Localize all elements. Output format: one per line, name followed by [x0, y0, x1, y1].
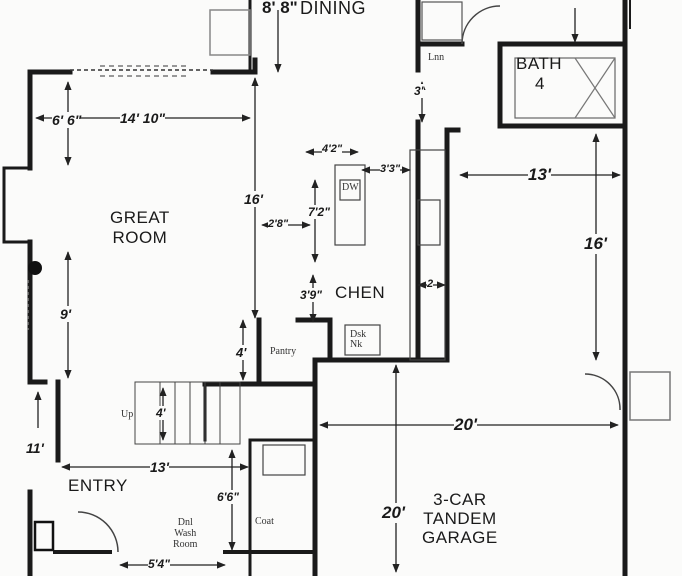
dim-pantry-depth: 4' [236, 345, 247, 360]
dim-bottom-width: 5'4" [148, 557, 170, 571]
dim-entry-width: 13' [150, 459, 169, 475]
dim-garage-top-depth: 16' [584, 234, 607, 254]
dim-bath-gap: 3' [414, 84, 424, 98]
dim-great-room-width: 14' 10" [120, 110, 166, 126]
dim-island-gap: 2'8" [268, 218, 289, 230]
dim-island-top: 4'2" [322, 143, 343, 155]
fixture-dishwasher: DW [342, 182, 359, 193]
dim-great-room-depth: 16' [244, 191, 263, 207]
fixture-laundry-nook: Dsk Nk [350, 329, 367, 350]
dim-entry-depth: 6'6" [217, 490, 239, 504]
room-label-kitchen: CHEN [335, 283, 386, 302]
room-label-garage: 3-CAR TANDEM GARAGE [422, 490, 498, 547]
dim-dining: 8' 8" [262, 0, 298, 17]
fixture-closet: Coat [255, 516, 274, 527]
room-label-dining: DINING [300, 0, 366, 18]
room-label-great-room: GREAT ROOM [110, 208, 170, 247]
dim-garage-top-width: 13' [528, 165, 551, 185]
dim-island-right: 3'3" [380, 163, 401, 175]
dim-great-room-left: 6' 6" [52, 112, 82, 128]
fixture-stair-up: Up [121, 409, 134, 420]
dim-kitchen-small: 3'9" [300, 288, 322, 302]
dim-garage-width: 20' [454, 415, 477, 435]
fixture-powder-room: Dnl Wash Room [173, 517, 198, 550]
openings [27, 5, 671, 553]
dim-garage-depth: 20' [382, 503, 405, 523]
fixture-linen: Lnn [428, 52, 445, 63]
room-label-entry: ENTRY [68, 476, 128, 495]
stairs [134, 381, 241, 445]
room-label-bath: BATH [516, 54, 563, 73]
fixture-pantry: Pantry [270, 346, 297, 357]
dim-island-length: 7'2" [308, 205, 330, 219]
kitchen-fixtures [262, 1, 616, 476]
room-label-bath-number: 4 [535, 74, 545, 93]
dim-stair-width: 4' [156, 406, 166, 420]
dim-great-room-lower: 9' [60, 306, 72, 322]
dim-entry-left: 11' [26, 440, 44, 456]
dim-kitchen-right: 2 [427, 278, 434, 290]
